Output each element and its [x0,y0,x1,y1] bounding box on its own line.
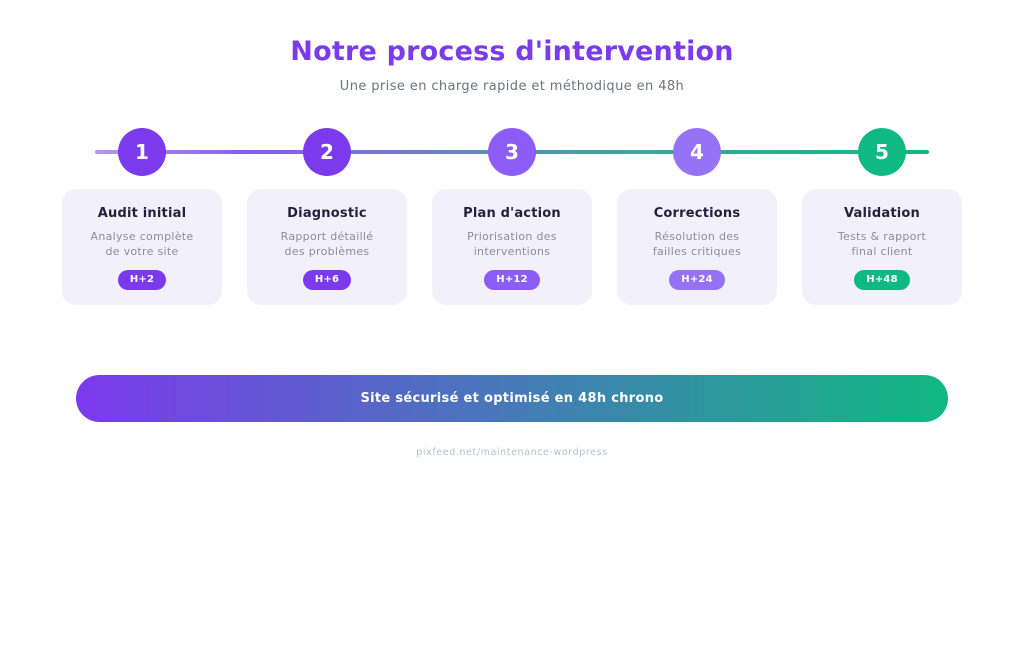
step-badge-2: H+6 [302,270,352,290]
step-title-1: Audit initial [97,206,187,221]
step-description-1: Analyse complète de votre site [62,229,222,259]
header: Notre process d'intervention Une prise e… [0,0,1024,94]
step-description-5-line2: final client [851,245,913,258]
step-cell-1: 1 [62,128,222,176]
page-title: Notre process d'intervention [290,36,734,67]
step-card-1: Audit initial Analyse complète de votre … [62,189,222,305]
step-circle-2: 2 [303,128,351,176]
step-badge-3: H+12 [484,270,540,290]
step-title-3: Plan d'action [463,206,561,221]
step-badge-1: H+2 [117,270,167,290]
step-card-5: Validation Tests & rapport final client … [802,189,962,305]
step-description-3: Priorisation des interventions [432,229,592,259]
step-description-5: Tests & rapport final client [802,229,962,259]
timeline-steps: 1 2 3 4 5 [62,128,962,176]
step-description-4-line1: Résolution des [654,230,740,243]
step-number-3: 3 [505,140,519,164]
step-circle-3: 3 [488,128,536,176]
step-cell-3: 3 [432,128,592,176]
step-card-3: Plan d'action Priorisation des intervent… [432,189,592,305]
page-subtitle: Une prise en charge rapide et méthodique… [339,79,685,94]
step-number-4: 4 [690,140,704,164]
step-description-1-line1: Analyse complète [90,230,194,243]
step-circle-5: 5 [858,128,906,176]
step-description-2-line1: Rapport détaillé [280,230,374,243]
step-cards: Audit initial Analyse complète de votre … [62,189,962,305]
process-timeline: 1 2 3 4 5 [62,128,962,176]
step-description-2-line2: des problèmes [284,245,370,258]
step-description-1-line2: de votre site [105,245,179,258]
step-description-3-line2: interventions [473,245,551,258]
step-badge-5: H+48 [854,270,910,290]
step-title-4: Corrections [653,206,741,221]
cta-banner: Site sécurisé et optimisé en 48h chrono [76,375,948,422]
step-number-2: 2 [320,140,334,164]
step-description-2: Rapport détaillé des problèmes [247,229,407,259]
step-circle-1: 1 [118,128,166,176]
cta-label: Site sécurisé et optimisé en 48h chrono [360,391,664,406]
step-title-2: Diagnostic [287,206,367,221]
step-card-2: Diagnostic Rapport détaillé des problème… [247,189,407,305]
step-description-3-line1: Priorisation des [467,230,557,243]
step-card-4: Corrections Résolution des failles criti… [617,189,777,305]
footer-url: pixfeed.net/maintenance-wordpress [416,447,608,458]
step-description-4: Résolution des failles critiques [617,229,777,259]
step-number-5: 5 [875,140,889,164]
step-number-1: 1 [135,140,149,164]
step-cell-4: 4 [617,128,777,176]
step-description-5-line1: Tests & rapport [837,230,927,243]
step-description-4-line2: failles critiques [652,245,742,258]
step-cell-5: 5 [802,128,962,176]
step-title-5: Validation [844,206,920,221]
step-cell-2: 2 [247,128,407,176]
step-circle-4: 4 [673,128,721,176]
step-badge-4: H+24 [669,270,725,290]
